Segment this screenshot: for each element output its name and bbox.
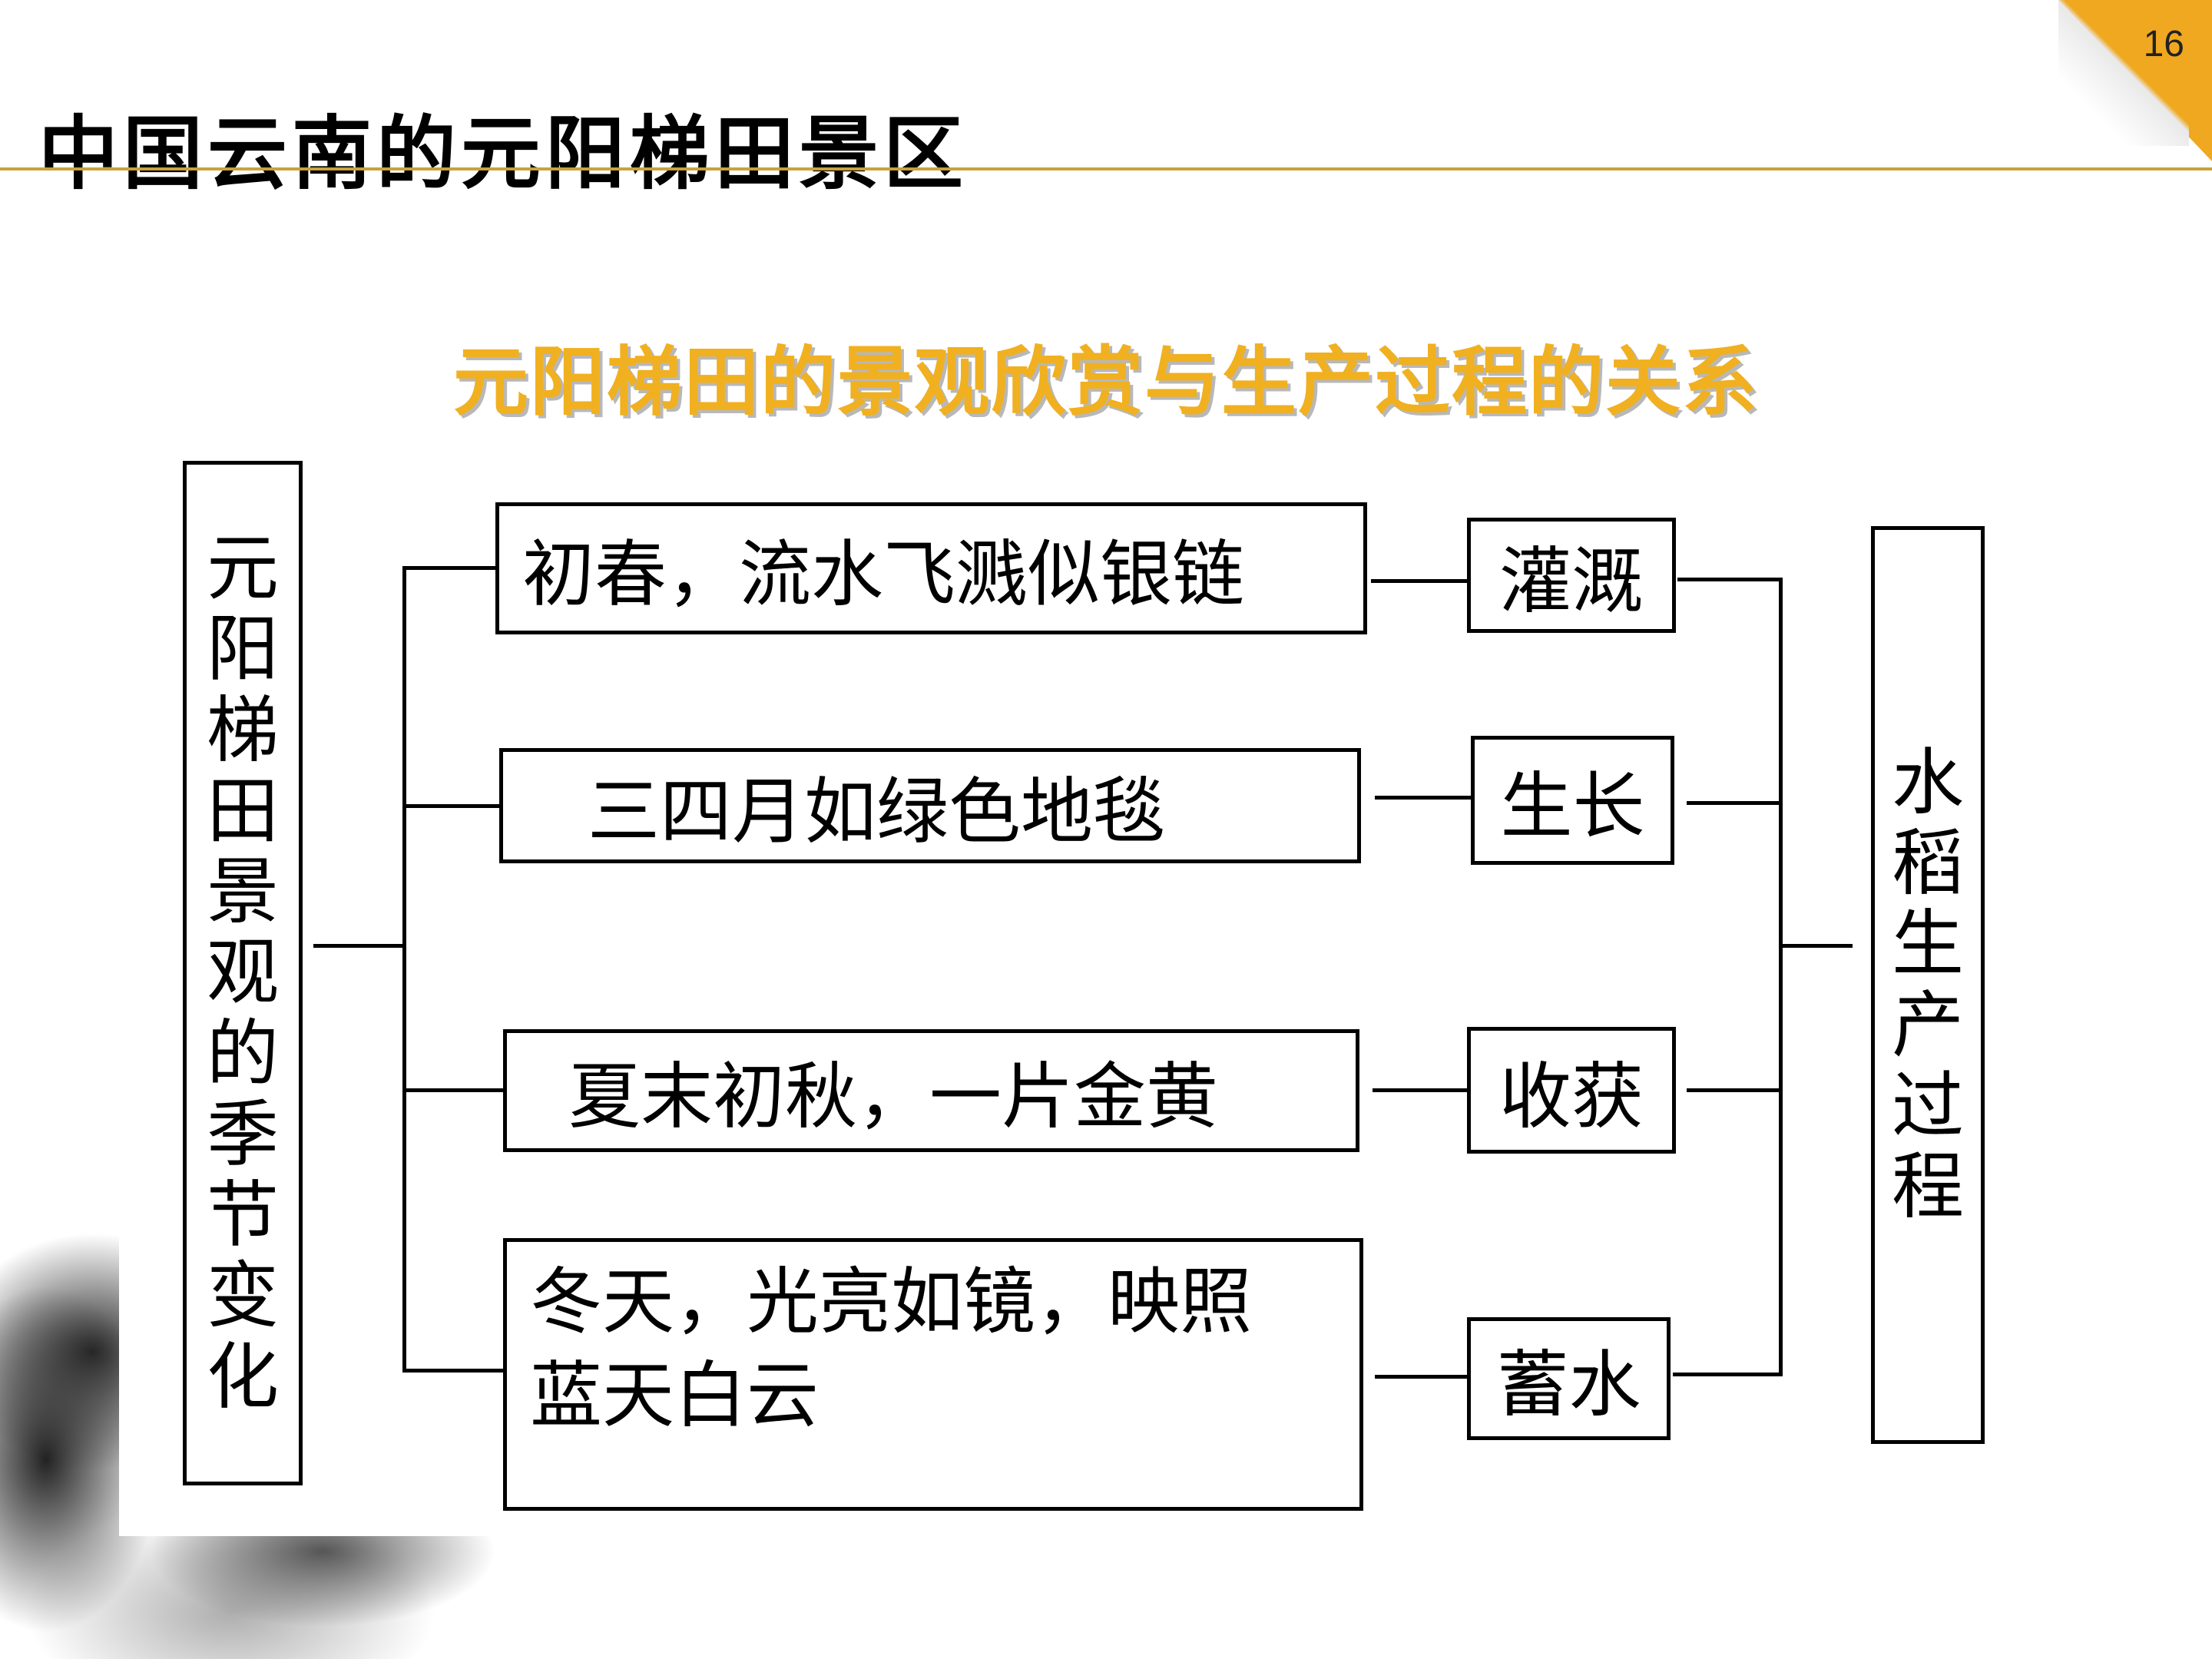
connector-left-spine [402,566,406,1371]
scene-label: 三四月如绿色地毯 [588,770,1166,854]
rice-production-box: 水稻生产过程 [1871,526,1985,1444]
scene-box-spring: 初春，流水飞溅似银链 [495,502,1367,634]
stage-box-growth: 生长 [1471,736,1674,865]
connector-right-3 [1687,1088,1782,1092]
connector-scene-stage-2 [1375,796,1471,800]
connector-scene-stage-1 [1371,579,1467,583]
scene-label: 初春，流水飞溅似银链 [522,533,1245,617]
slide-title: 中国云南的元阳梯田景区 [38,106,969,200]
scene-box-winter: 冬天，光亮如镜，映照 蓝天白云 [503,1238,1363,1511]
stage-box-water-storage: 蓄水 [1467,1317,1671,1440]
connector-scene-stage-3 [1373,1088,1467,1092]
stage-label: 灌溉 [1498,540,1644,624]
stage-box-irrigation: 灌溉 [1467,518,1676,633]
scene-label: 夏末初秋，一片金黄 [568,1055,1219,1139]
rice-production-label: 水稻生产过程 [1891,740,1964,1230]
landscape-season-box: 元阳梯田景观的季节变化 [183,461,303,1485]
diagram-title: 元阳梯田的景观欣赏与生产过程的关系 [452,339,1759,426]
scene-label-line-2: 蓝天白云 [530,1354,820,1439]
stage-label: 生长 [1500,765,1645,849]
connector-right-4 [1673,1373,1782,1376]
scene-label-line-1: 冬天，光亮如镜，映照 [530,1260,1253,1344]
connector-right-1 [1677,578,1782,581]
landscape-season-label: 元阳梯田景观的季节变化 [206,527,279,1419]
connector-left-2 [402,804,499,808]
connector-right-spine [1779,578,1783,1376]
connector-right-2 [1687,801,1782,805]
page-curl-decoration [2058,0,2212,161]
page-number: 16 [2143,24,2184,65]
connector-left-3 [402,1088,503,1092]
connector-left-1 [402,566,495,570]
connector-left-stem [313,944,404,948]
stage-label: 蓄水 [1496,1343,1641,1427]
connector-right-stem [1779,944,1853,948]
stage-label: 收获 [1498,1055,1644,1139]
title-divider [0,167,2212,171]
scene-box-march-april: 三四月如绿色地毯 [499,748,1361,863]
connector-left-4 [402,1369,503,1373]
connector-scene-stage-4 [1375,1375,1467,1379]
scene-box-late-summer: 夏末初秋，一片金黄 [503,1029,1359,1152]
stage-box-harvest: 收获 [1467,1027,1676,1154]
